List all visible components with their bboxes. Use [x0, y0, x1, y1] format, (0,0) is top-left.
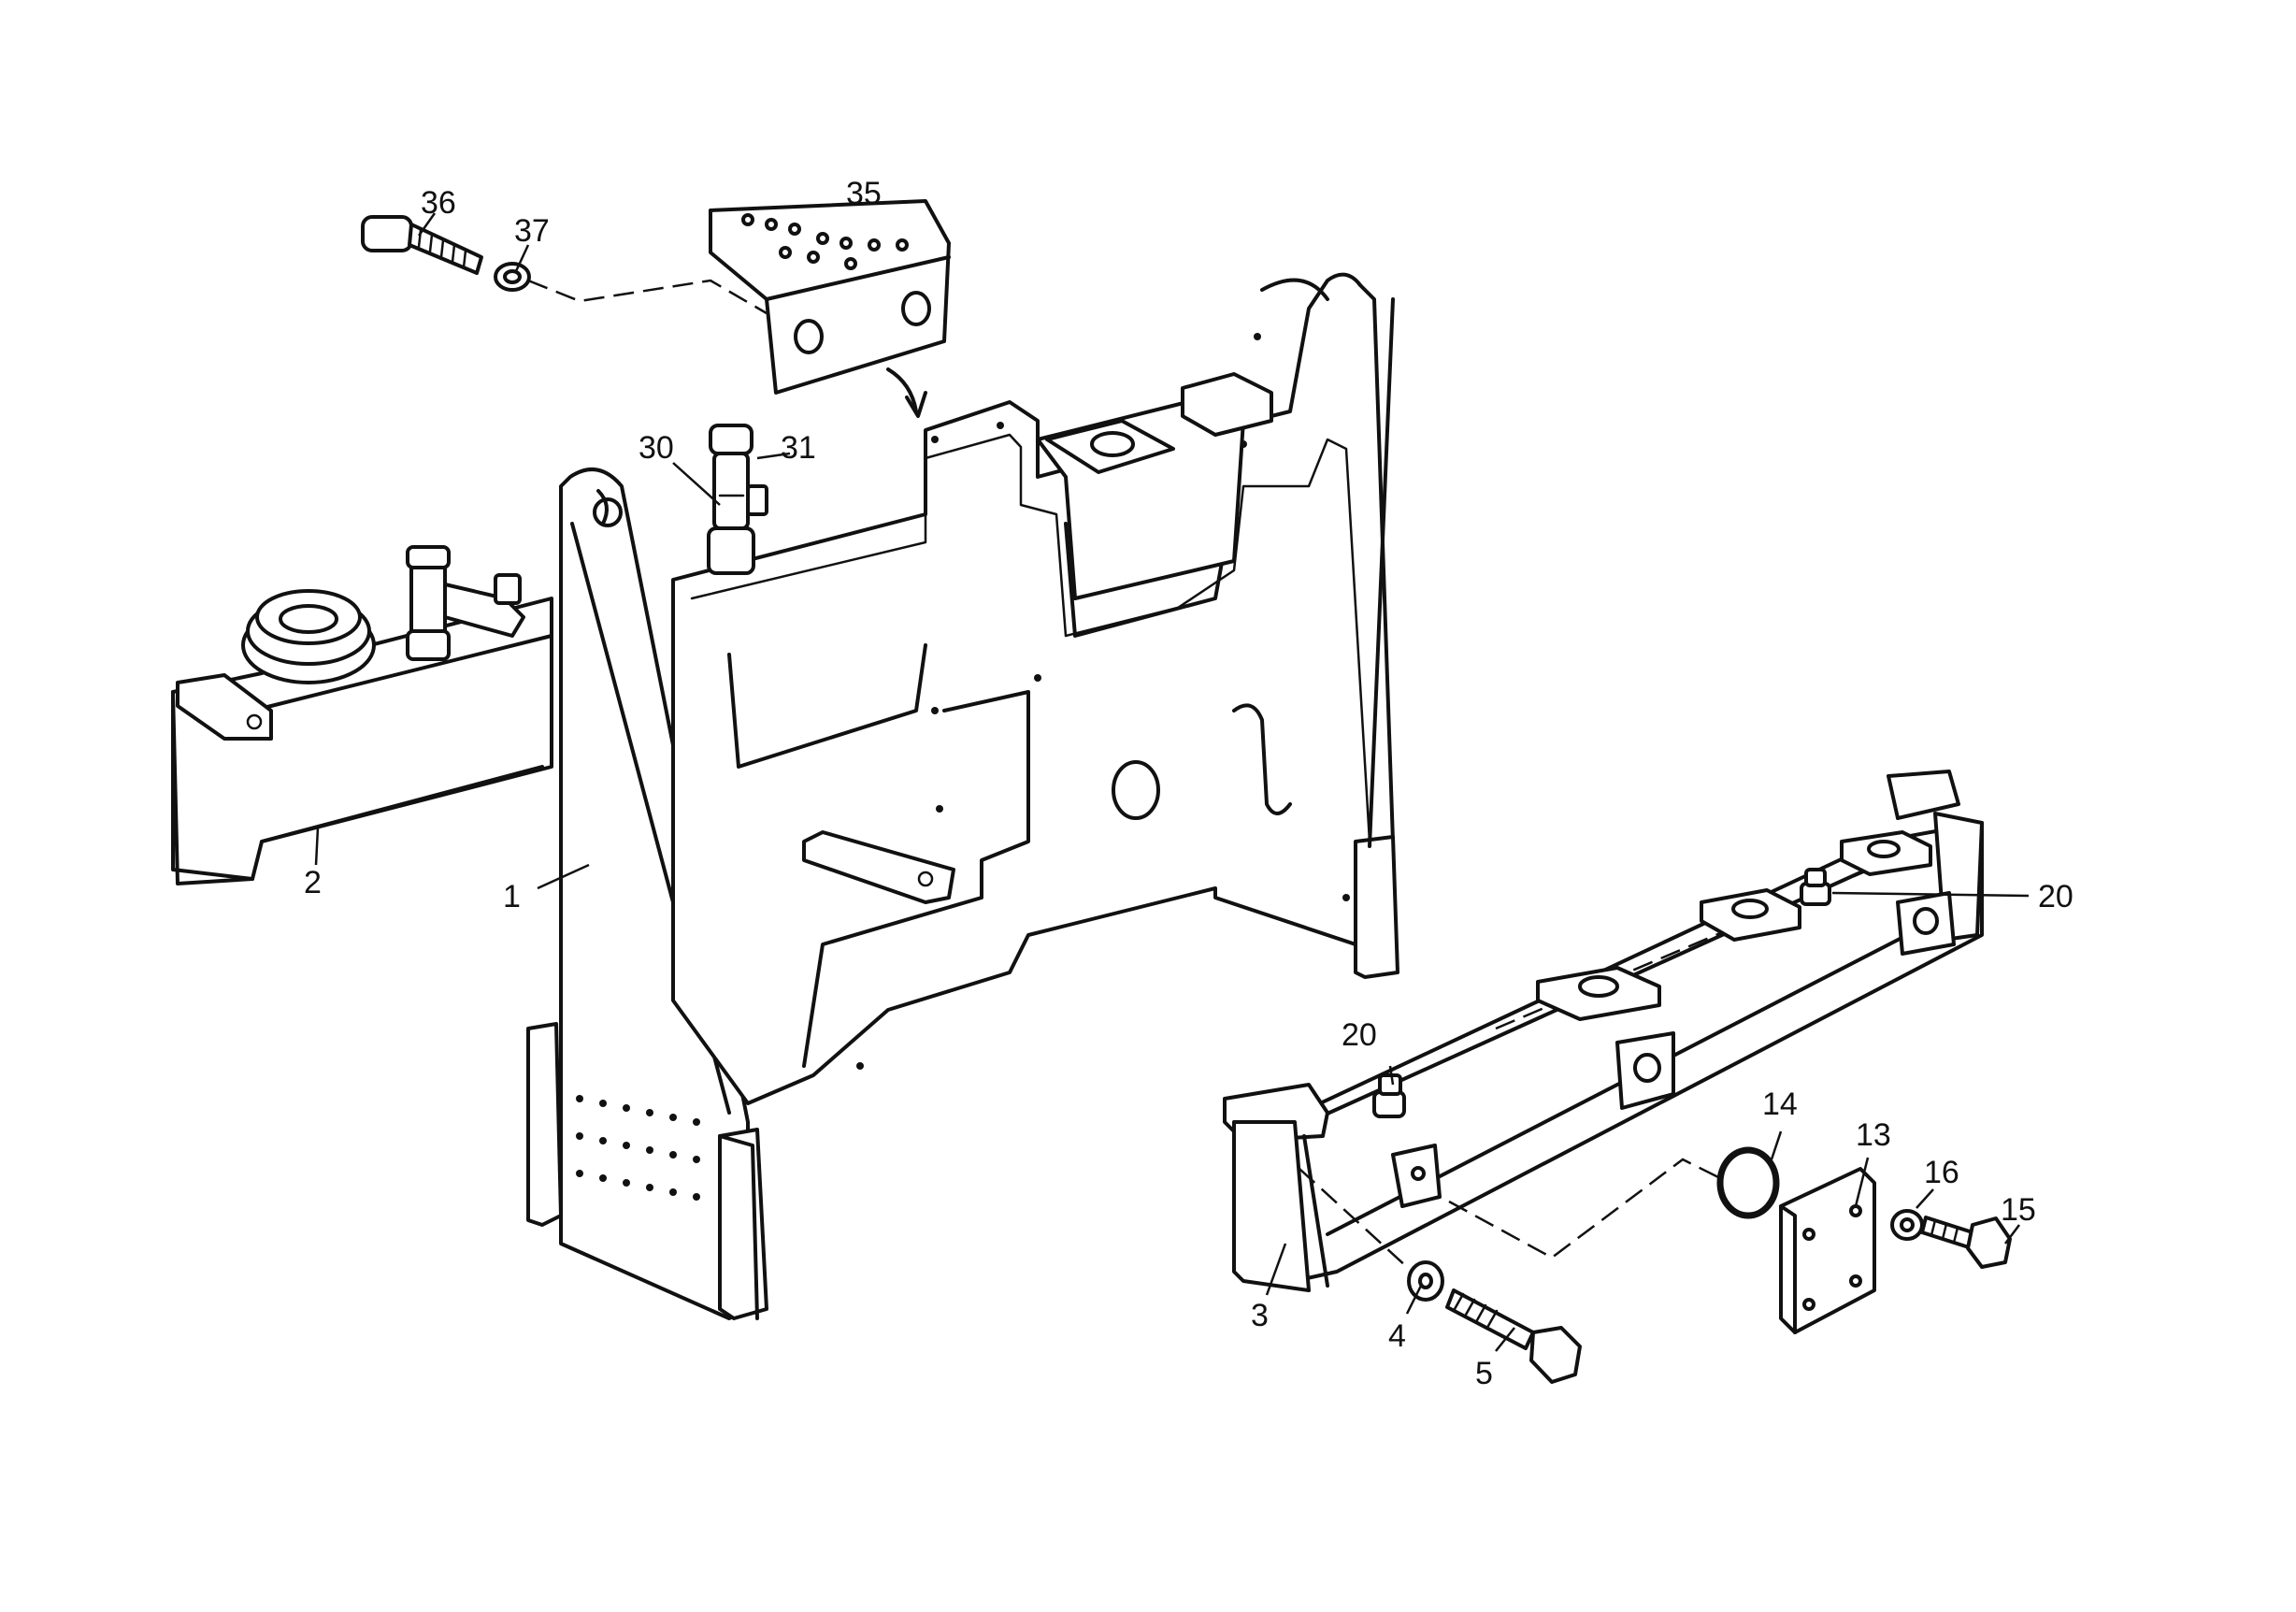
mounting-bracket: [709, 199, 951, 395]
callout-4: 4: [1388, 1318, 1406, 1354]
valve-tee-icon: [406, 545, 525, 661]
callout-leaders: [314, 212, 2030, 1352]
o-ring-14-icon: [1716, 1146, 1780, 1219]
bolt-15-icon: [1920, 1216, 2012, 1269]
callout-31: 31: [781, 430, 816, 466]
left-beam-assembly: [171, 545, 553, 885]
callout-36: 36: [421, 185, 456, 221]
bolt-36-icon: [361, 215, 483, 275]
callout-5: 5: [1475, 1356, 1493, 1391]
plug-20-right-icon: [1800, 868, 1831, 906]
callout-30: 30: [639, 430, 674, 466]
callout-3: 3: [1251, 1298, 1269, 1333]
callout-20-right: 20: [2038, 879, 2074, 914]
right-beam-assembly: [1223, 770, 1984, 1292]
fitting-30-31-icon: [707, 424, 768, 575]
callout-labels: 1 2 3 4 5 13 14 15 16 20 20 30 31 35 36 …: [304, 176, 2074, 1391]
plug-20-icon: [1372, 1073, 1406, 1118]
main-frame: [526, 272, 1399, 1320]
callout-35: 35: [846, 176, 882, 211]
bolt-5-icon: [1445, 1288, 1582, 1384]
assembly-arrow-icon: [886, 367, 927, 418]
rivet-holes: [576, 1095, 700, 1201]
callout-14: 14: [1762, 1087, 1798, 1122]
cover-plate-13-icon: [1779, 1167, 1876, 1334]
callout-16: 16: [1924, 1155, 1959, 1190]
washer-4-icon: [1407, 1260, 1444, 1302]
pulley-icon: [241, 589, 376, 684]
callout-37: 37: [514, 213, 550, 249]
callout-13: 13: [1856, 1117, 1891, 1153]
callout-2: 2: [304, 865, 322, 900]
callout-1: 1: [503, 879, 521, 914]
washer-16-icon: [1890, 1209, 1924, 1241]
callout-20-left: 20: [1342, 1017, 1377, 1053]
washer-37-icon: [494, 262, 531, 292]
callout-15: 15: [2001, 1192, 2036, 1228]
